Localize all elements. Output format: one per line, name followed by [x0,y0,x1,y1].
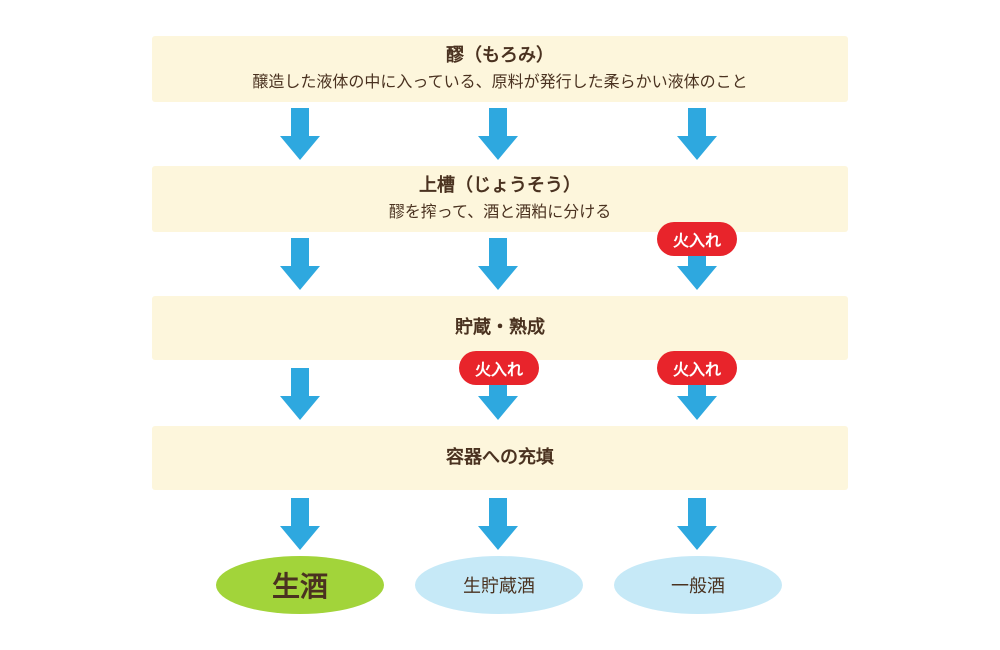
down-arrow-icon [478,108,518,160]
down-arrow-icon [478,368,518,420]
stage-joso: 上槽（じょうそう） 醪を搾って、酒と酒粕に分ける [152,166,848,232]
stage-juten: 容器への充填 [152,426,848,490]
down-arrow-icon [280,498,320,550]
stage-joso-description: 醪を搾って、酒と酒粕に分ける [388,202,612,221]
hiire-badge: 火入れ [459,351,539,385]
down-arrow-icon [478,238,518,290]
down-arrow-icon [677,498,717,550]
down-arrow-icon [478,498,518,550]
stage-joso-title: 上槽（じょうそう） [419,175,581,196]
stage-moromi-description: 醸造した液体の中に入っている、原料が発行した柔らかい液体のこと [252,72,748,91]
stage-chozo: 貯蔵・熟成 [152,296,848,360]
result-namachozoshu: 生貯蔵酒 [415,556,583,614]
down-arrow-icon [280,238,320,290]
stage-moromi-title: 醪（もろみ） [446,45,554,66]
hiire-badge: 火入れ [657,351,737,385]
down-arrow-icon [677,368,717,420]
stage-chozo-title: 貯蔵・熟成 [455,317,545,338]
down-arrow-icon [677,238,717,290]
stage-moromi: 醪（もろみ） 醸造した液体の中に入っている、原料が発行した柔らかい液体のこと [152,36,848,102]
stage-juten-title: 容器への充填 [446,447,554,468]
down-arrow-icon [280,108,320,160]
result-namazake: 生酒 [216,556,384,614]
down-arrow-icon [280,368,320,420]
down-arrow-icon [677,108,717,160]
hiire-badge: 火入れ [657,222,737,256]
result-ippanshu: 一般酒 [614,556,782,614]
